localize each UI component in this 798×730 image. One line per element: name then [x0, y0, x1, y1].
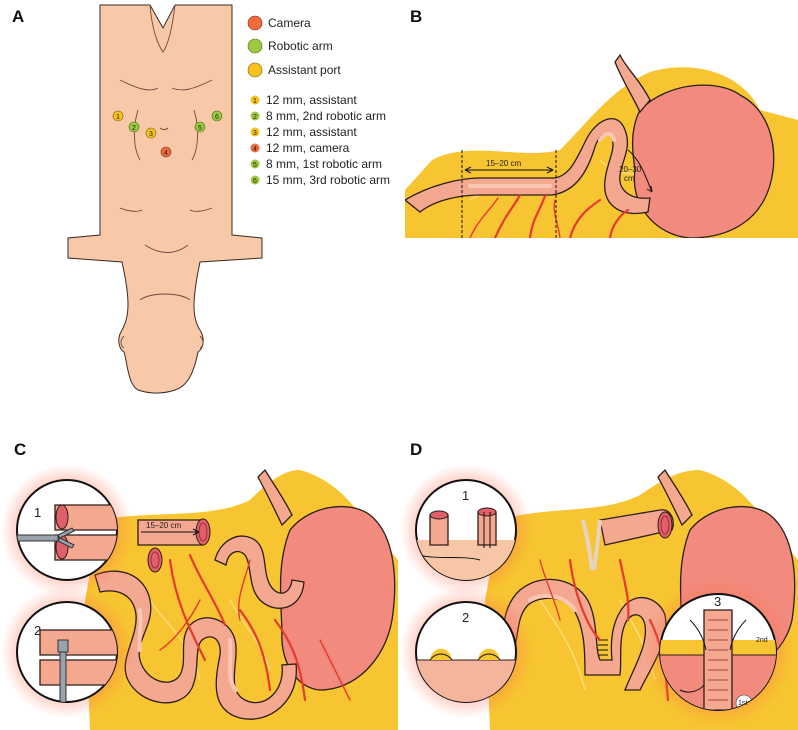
port-list-4-text: 12 mm, camera — [266, 141, 350, 155]
panel-d-esophagus — [657, 468, 693, 527]
port-list-1-text: 12 mm, assistant — [266, 93, 357, 107]
port-list-1-dot — [250, 95, 260, 105]
port-marker-6-num: 6 — [215, 114, 219, 121]
port-marker-4-num: 4 — [164, 150, 168, 157]
panel-d-tube — [581, 519, 594, 571]
legend-robotic-arm-label: Robotic arm — [268, 39, 333, 53]
port-marker-1-num: 1 — [116, 114, 120, 121]
panel-letter-d: D — [410, 440, 422, 459]
panel-d-jejunal-limb — [599, 509, 674, 546]
panel-b-dim-loop-label-2: cm — [624, 174, 635, 183]
panel-b-vessel-2 — [528, 194, 547, 238]
panel-c-inset-2 — [16, 601, 118, 703]
panel-c-vessel-5 — [159, 599, 201, 651]
port-list-5-num: 5 — [253, 162, 257, 169]
panel-b-stomach — [631, 84, 775, 238]
panel-d-tube-2 — [592, 519, 602, 571]
panel-b-dim-limb-label: 15–20 cm — [486, 159, 521, 168]
panel-c-dim-arrow — [141, 528, 200, 536]
panel-d-vessel-4 — [539, 559, 561, 621]
panel-c-vessel-3 — [238, 608, 272, 692]
panel-c-illustration — [85, 468, 398, 730]
panel-d-inset-3-num: 3 — [714, 594, 721, 609]
panel-b-esophagus — [614, 53, 651, 114]
panel-d-inset-2-num: 2 — [462, 610, 469, 625]
panel-b-vessel-3 — [568, 198, 602, 238]
legend-assistant-port-swatch — [247, 62, 263, 78]
port-list-4-dot — [250, 143, 260, 153]
panel-b-dim-loop-arrow — [627, 149, 653, 193]
legend-camera-label: Camera — [268, 16, 311, 30]
panel-c-bowel-end — [147, 547, 163, 573]
port-list-3-dot — [250, 127, 260, 137]
panel-d-inset-1-num: 1 — [462, 488, 469, 503]
panel-c-vessel-6 — [319, 639, 351, 701]
panel-b-illustration — [405, 53, 798, 238]
port-marker-3-num: 3 — [149, 131, 153, 138]
port-list: 1 12 mm, assistant 2 8 mm, 2nd robotic a… — [250, 93, 390, 187]
panel-b-dim-loop-label-1: 20–30 — [619, 165, 642, 174]
port-marker-2 — [128, 121, 140, 133]
port-marker-5 — [194, 121, 206, 133]
legend-camera-swatch — [247, 15, 263, 31]
port-list-2-num: 2 — [253, 114, 257, 121]
panel-d-limb-end — [657, 511, 673, 539]
panel-d-anastomosis-stapler-line — [598, 639, 608, 656]
panel-letter-c: C — [14, 440, 26, 459]
port-list-6-dot — [250, 175, 260, 185]
legend-assistant-port-label: Assistant port — [268, 63, 341, 77]
port-marker-5-num: 5 — [198, 125, 202, 132]
panel-d-illustration — [485, 468, 798, 730]
port-marker-4 — [160, 146, 172, 158]
panel-c-inset-2-num: 2 — [34, 623, 41, 638]
port-list-5-dot — [250, 159, 260, 169]
port-marker-2-num: 2 — [132, 125, 136, 132]
panel-c-esophagus — [257, 468, 293, 527]
trocar-ports: 1 2 3 4 5 6 — [112, 110, 223, 158]
port-list-1-num: 1 — [253, 98, 257, 105]
panel-d-inset-3-label-2nd: 2nd — [756, 637, 768, 644]
panel-b-dim-limb-arrow — [464, 166, 554, 174]
legend: Camera Robotic arm Assistant port — [247, 15, 341, 78]
port-marker-3 — [145, 127, 157, 139]
panel-c-small-bowel-coils — [94, 570, 297, 720]
panel-b-alimentary-limb — [405, 118, 651, 214]
panel-d-vessel-1 — [568, 558, 602, 642]
panel-d-vessel-2 — [618, 558, 630, 622]
panel-c-dim-label: 15–20 cm — [146, 521, 181, 530]
panel-c-stomach — [279, 505, 396, 691]
panel-c-loop — [214, 535, 305, 609]
port-marker-6 — [211, 110, 223, 122]
panel-c-inset-1 — [16, 479, 118, 581]
panel-b-vessel-6 — [469, 197, 499, 238]
panel-b-vessel-1 — [493, 193, 522, 238]
port-list-5-text: 8 mm, 1st robotic arm — [266, 157, 382, 171]
panel-c-vessel-7 — [238, 559, 251, 621]
port-list-3-num: 3 — [253, 130, 257, 137]
panel-d-inset-2 — [415, 601, 517, 703]
port-list-2-text: 8 mm, 2nd robotic arm — [266, 109, 386, 123]
panel-c-inset-1-num: 1 — [34, 505, 41, 520]
panel-d-anastomosis-loop — [497, 578, 667, 691]
port-list-6-text: 15 mm, 3rd robotic arm — [266, 173, 390, 187]
torso-illustration — [67, 4, 263, 394]
panel-letter-a: A — [12, 7, 24, 26]
port-marker-1 — [112, 110, 124, 122]
port-list-4-num: 4 — [253, 146, 257, 153]
panel-b-vessel-4 — [608, 208, 630, 238]
panel-c-vessel-1 — [168, 558, 207, 662]
port-list-3-text: 12 mm, assistant — [266, 125, 357, 139]
panel-letter-b: B — [410, 7, 422, 26]
panel-d-inset-3-label-1st: 1st — [738, 700, 747, 707]
port-list-2-dot — [250, 111, 260, 121]
panel-c-vessel-2 — [188, 553, 227, 627]
legend-robotic-arm-swatch — [247, 38, 263, 54]
panel-c-vessel-4 — [273, 618, 307, 702]
port-list-6-num: 6 — [253, 178, 257, 185]
